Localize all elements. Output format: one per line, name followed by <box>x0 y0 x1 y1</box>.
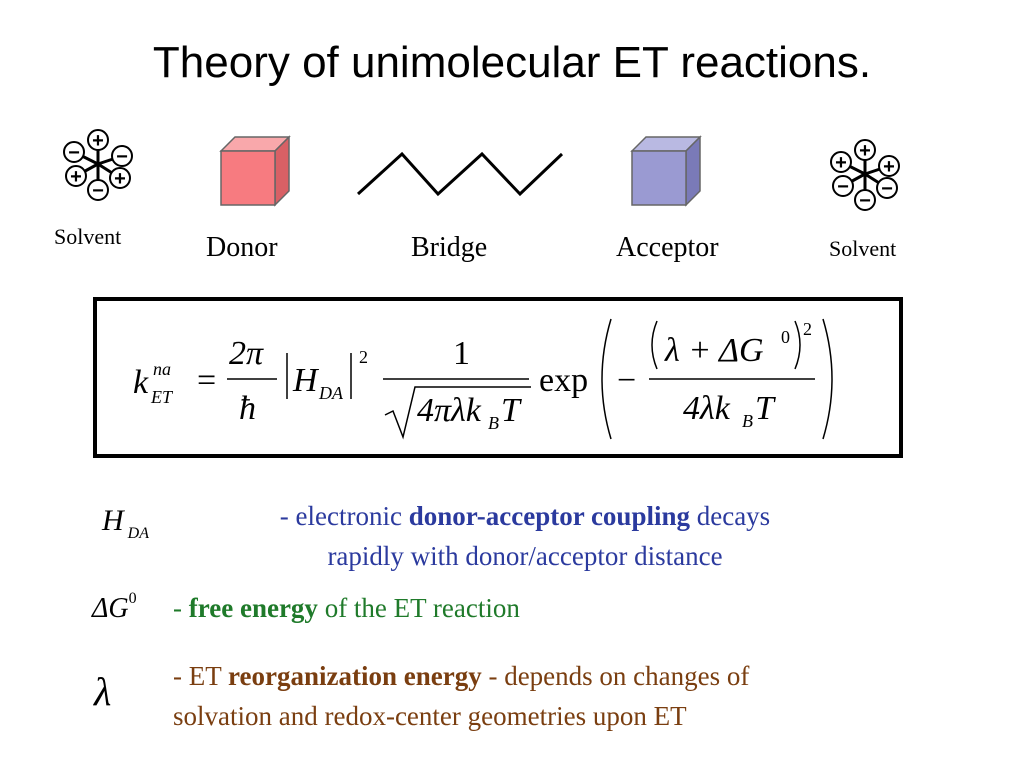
slide-title: Theory of unimolecular ET reactions. <box>152 38 872 87</box>
term-description-coupling: - electronic donor-acceptor coupling dec… <box>279 501 771 571</box>
fraction2-denominator: 4πλk <box>417 392 482 429</box>
H-square: 2 <box>359 347 368 367</box>
k-superscript: na <box>153 359 171 379</box>
inner-den-subscript: B <box>742 411 753 431</box>
svg-text:−: − <box>859 190 871 212</box>
inner-denominator: 4λk <box>683 390 731 427</box>
svg-text:−: − <box>881 178 893 200</box>
svg-text:−: − <box>837 176 849 198</box>
term-description-free-energy: - free energy of the ET reaction <box>173 593 520 623</box>
solvent-label-left: Solvent <box>54 224 122 249</box>
bridge-label: Bridge <box>411 232 488 263</box>
term-symbol-free-energy: ΔG0 <box>92 590 137 624</box>
svg-text:−: − <box>68 142 80 164</box>
svg-text:+: + <box>114 168 126 190</box>
svg-text:+: + <box>92 130 104 152</box>
term-description-reorganization: - ET reorganization energy - depends on … <box>173 661 750 731</box>
inner-den-T: T <box>755 390 776 427</box>
fraction2-den-subscript: B <box>488 413 499 433</box>
svg-text:+: + <box>835 152 847 174</box>
rate-formula-box: k na ET = 2π ħ H DA 2 1 4πλk B T exp − λ… <box>93 297 903 458</box>
donor-cube <box>219 135 291 207</box>
svg-text:+: + <box>859 140 871 162</box>
H-symbol: H <box>292 362 320 399</box>
term-symbol-reorganization: λ <box>94 669 112 714</box>
bridge-zigzag <box>356 151 564 197</box>
fraction1-denominator: ħ <box>239 390 256 427</box>
inner-numerator: λ + ΔG <box>664 332 764 369</box>
svg-text:+: + <box>70 166 82 188</box>
acceptor-cube <box>630 135 702 207</box>
solvent-ion-cluster-right-icon: +++ −−− <box>830 139 900 212</box>
solvent-label-right: Solvent <box>829 236 897 261</box>
inner-square: 2 <box>803 319 812 339</box>
exp-function: exp <box>539 362 588 399</box>
svg-text:−: − <box>116 146 128 168</box>
minus-sign: − <box>617 362 636 399</box>
H-subscript: DA <box>318 383 344 403</box>
marcus-rate-equation: k na ET = 2π ħ H DA 2 1 4πλk B T exp − λ… <box>133 318 833 440</box>
fraction2-numerator: 1 <box>453 335 470 372</box>
solvent-ion-cluster-left-icon: +−− ++− <box>63 129 133 202</box>
equals-sign: = <box>197 362 216 399</box>
svg-text:−: − <box>92 180 104 202</box>
donor-label: Donor <box>206 232 278 263</box>
fraction2-den-T: T <box>501 392 522 429</box>
svg-text:+: + <box>883 156 895 178</box>
k-subscript: ET <box>150 387 174 407</box>
acceptor-label: Acceptor <box>616 232 719 263</box>
inner-numerator-sup: 0 <box>781 327 790 347</box>
k-symbol: k <box>133 364 149 401</box>
fraction1-numerator: 2π <box>229 335 264 372</box>
